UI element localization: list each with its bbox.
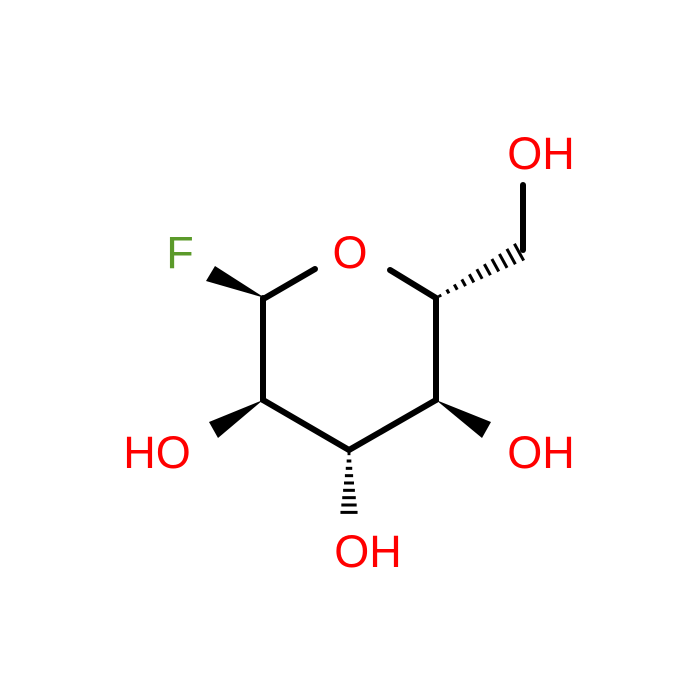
hydroxyl-c3-label: OH [334, 526, 402, 577]
ring-bonds [260, 266, 439, 453]
wedge-c1-f [206, 266, 265, 298]
ring-oxygen-label: O [332, 227, 367, 278]
hash-stroke [437, 293, 442, 298]
hash-stroke [460, 278, 467, 287]
bond-c4-c3 [346, 397, 439, 453]
hash-stroke [490, 258, 501, 273]
hash-stroke [445, 288, 451, 295]
hash-c3-oh [340, 452, 358, 514]
hash-c5-c6 [437, 243, 525, 298]
wedge-c2-oh [209, 400, 263, 438]
hash-stroke [513, 243, 525, 262]
hydroxyl-c2-label: HO [123, 427, 191, 478]
fluorine-label: F [166, 227, 194, 278]
wedge-c4-oh [436, 400, 491, 438]
hash-stroke [505, 248, 517, 265]
hash-stroke [483, 263, 492, 276]
hash-stroke [498, 253, 509, 269]
hash-stroke [468, 273, 476, 284]
bond-c3-c2 [260, 397, 352, 453]
hash-stroke [452, 283, 459, 291]
hydroxyl-c6-label: OH [507, 128, 575, 179]
bond-o-c5 [387, 267, 439, 301]
hydroxyl-c4-label: OH [507, 427, 575, 478]
hash-stroke [475, 268, 484, 280]
bond-c1-o [262, 266, 318, 301]
